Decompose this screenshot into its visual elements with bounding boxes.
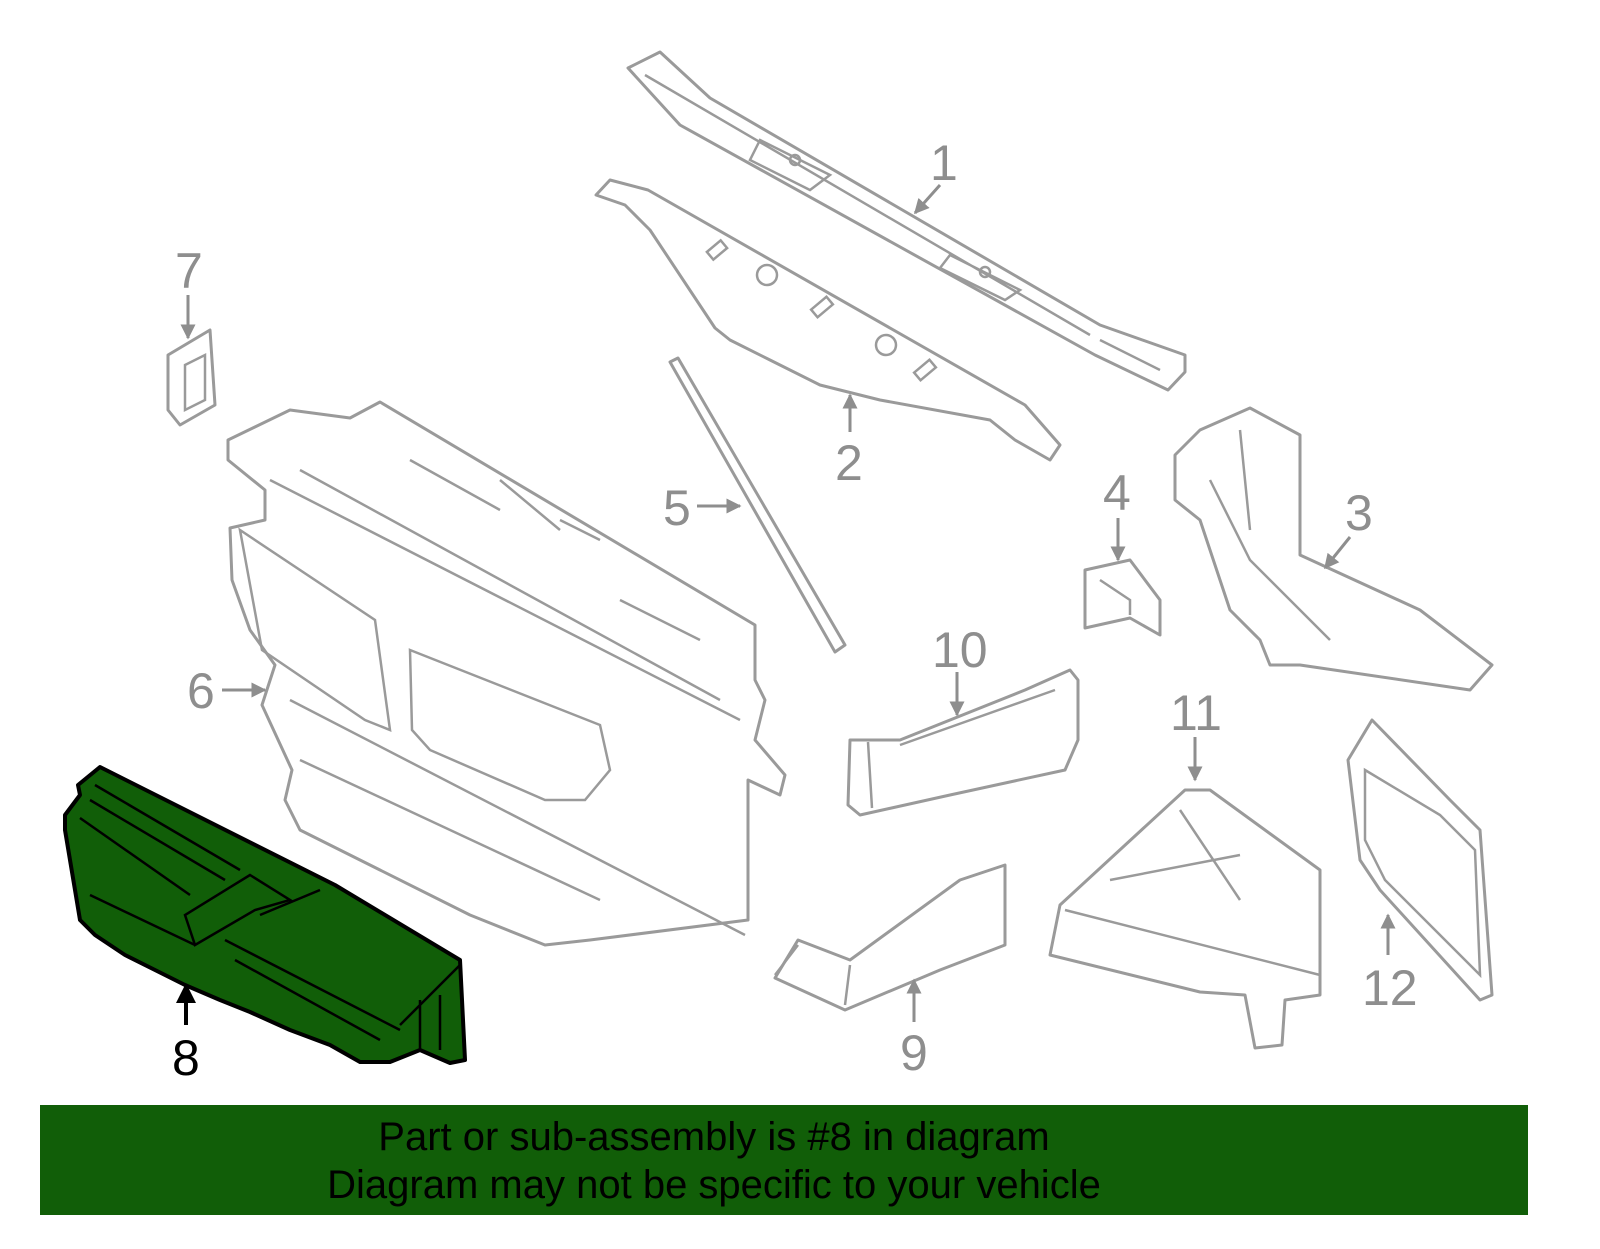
part-5-seal-strip[interactable] [668,356,847,654]
svg-text:5: 5 [663,480,691,536]
callout-10: 10 [932,622,988,717]
callout-8: 8 [172,983,200,1086]
banner-line-2: Diagram may not be specific to your vehi… [327,1163,1101,1207]
callout-3: 3 [1323,485,1373,570]
callout-5: 5 [663,480,742,536]
svg-text:3: 3 [1345,485,1373,541]
callout-12: 12 [1362,913,1418,1016]
part-11-air-guide[interactable] [1048,788,1322,1050]
callout-1: 1 [913,135,958,215]
part-9-air-duct[interactable] [773,863,1007,1012]
callout-9: 9 [900,978,928,1081]
callout-2: 2 [835,393,863,491]
part-3-side-panel[interactable] [1173,406,1494,692]
part-4-bracket[interactable] [1083,558,1162,637]
part-6-radiator-support[interactable] [226,400,787,947]
svg-text:10: 10 [932,622,988,678]
part-12-air-guide[interactable] [1346,718,1494,1002]
svg-text:9: 9 [900,1025,928,1081]
part-7-bracket[interactable] [166,328,217,427]
part-8-selected-grille-shutter[interactable] [63,765,467,1065]
svg-text:4: 4 [1103,465,1131,521]
svg-text:11: 11 [1170,685,1222,741]
svg-text:12: 12 [1362,960,1418,1016]
banner-line-1: Part or sub-assembly is #8 in diagram [378,1115,1050,1159]
svg-text:7: 7 [175,243,203,299]
part-1-upper-rail[interactable] [626,50,1187,392]
svg-text:6: 6 [187,663,215,719]
callout-4: 4 [1103,465,1131,562]
svg-text:1: 1 [930,135,958,191]
callout-11: 11 [1170,685,1222,782]
callout-7: 7 [175,243,203,340]
svg-text:2: 2 [835,435,863,491]
part-10-air-duct[interactable] [846,668,1080,817]
selected-part-banner: Part or sub-assembly is #8 in diagram Di… [40,1105,1528,1215]
part-2-lower-panel[interactable] [594,178,1062,462]
callout-6: 6 [187,663,267,719]
svg-text:8: 8 [172,1030,200,1086]
